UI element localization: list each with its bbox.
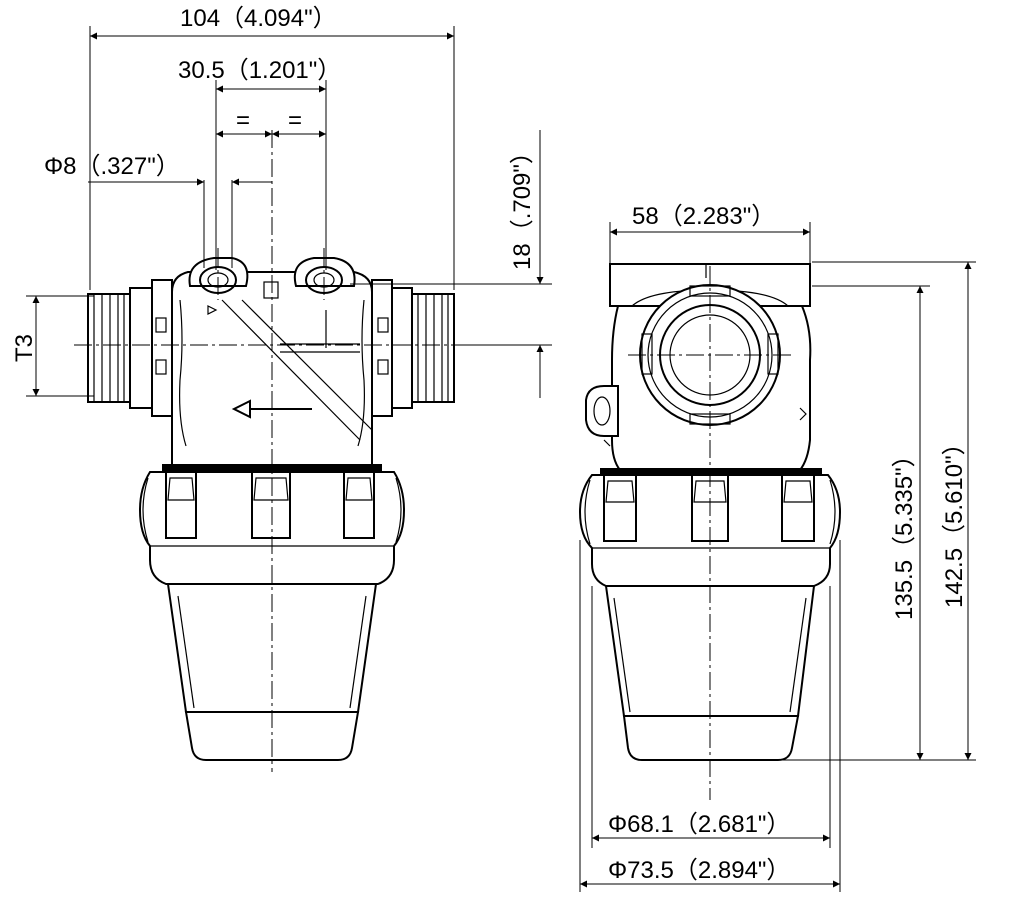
dim-diameter-inner: Φ68.1（2.681"） <box>608 811 790 838</box>
front-dimensions: 104（4.094"） 30.5（1.201"） = = Φ8（.327"） 1… <box>11 5 552 398</box>
dim-overall-width: 104（4.094"） <box>180 5 337 32</box>
front-view <box>74 130 470 772</box>
dim-port-height: 18（.709"） <box>509 140 536 270</box>
front-collar-nut <box>138 471 406 585</box>
dim-equal-left: = <box>236 107 250 134</box>
dim-thread-label: T3 <box>11 334 38 362</box>
left-thread-fitting <box>87 279 173 417</box>
dim-diameter-outer: Φ73.5（2.894"） <box>608 857 790 884</box>
dim-hole-diameter: Φ8（.327"） <box>44 153 180 180</box>
side-seal-ring <box>600 468 822 475</box>
dim-port-spacing: 30.5（1.201"） <box>178 57 341 84</box>
front-seal-ring <box>162 464 382 472</box>
dim-height-inner: 135.5（5.335"） <box>891 443 918 620</box>
dim-equal-right: = <box>288 107 302 134</box>
right-thread-fitting <box>371 279 455 417</box>
front-bowl <box>166 583 378 761</box>
side-dimensions: 58（2.283"） 135.5（5.335"） 142.5（5.610"） Φ… <box>579 203 976 892</box>
dim-side-width: 58（2.283"） <box>632 203 775 230</box>
dim-height-total: 142.5（5.610"） <box>941 431 968 608</box>
side-drain-knob <box>585 385 619 437</box>
side-view <box>578 263 842 800</box>
